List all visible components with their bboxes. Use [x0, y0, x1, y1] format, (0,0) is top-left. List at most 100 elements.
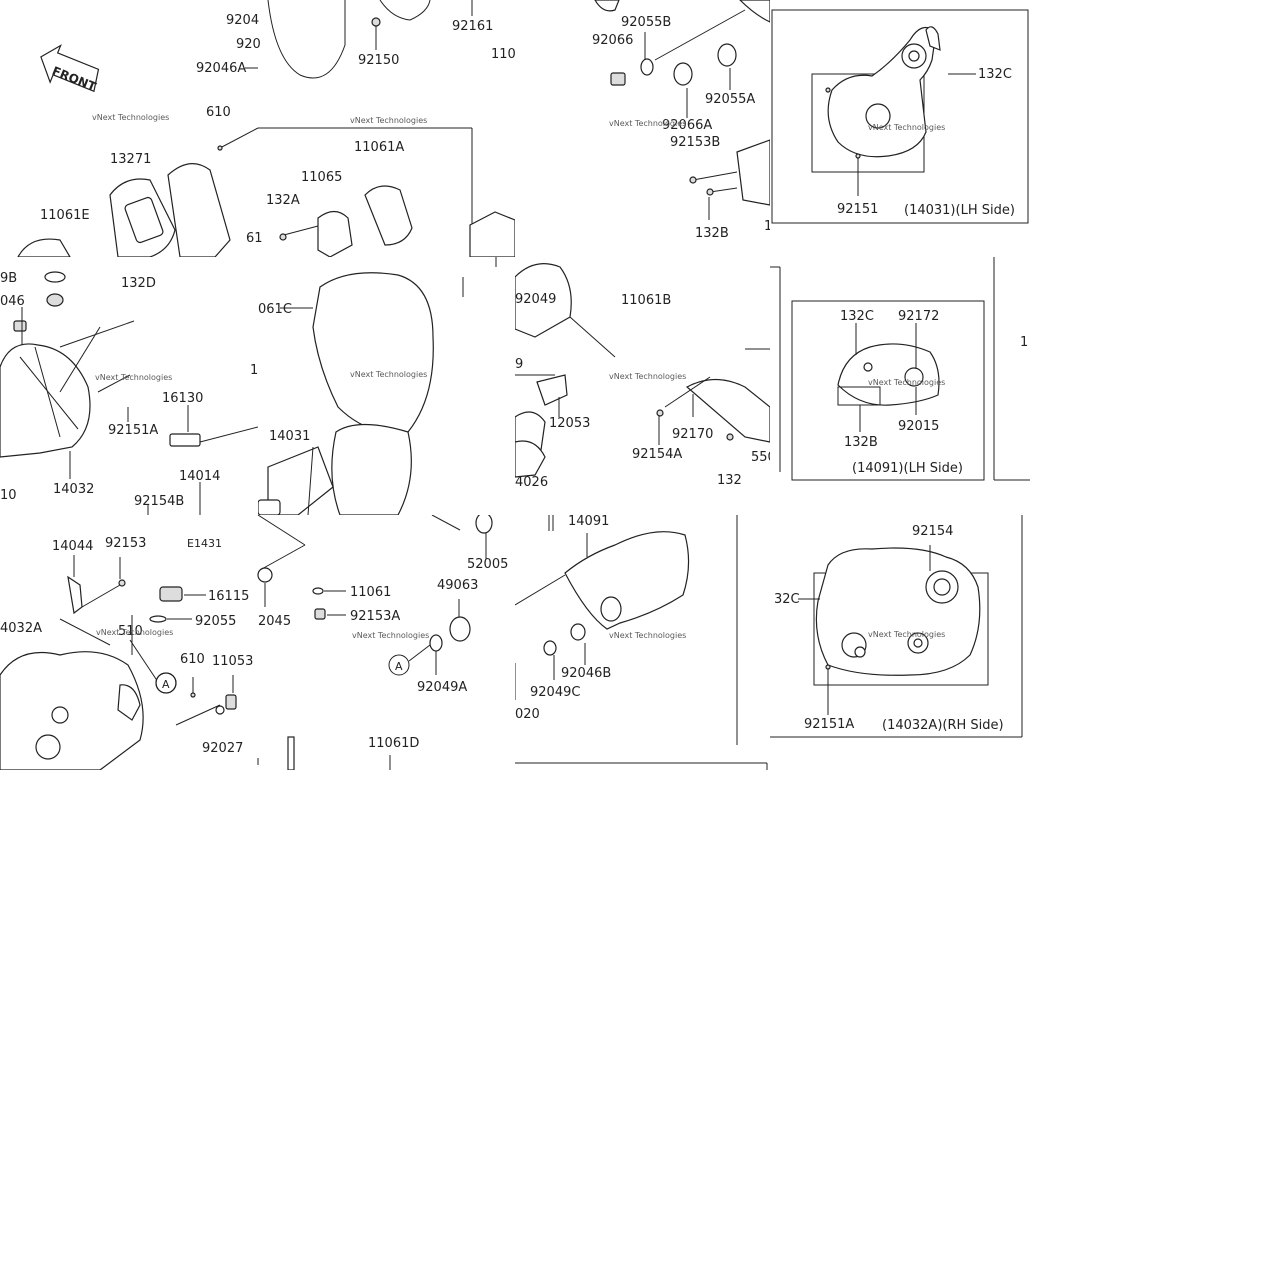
diagram-tile-top-right: 132C 92151 (14031)(LH Side) vNext Techno… — [770, 0, 1030, 257]
part-label[interactable]: 61 — [246, 231, 263, 246]
part-label[interactable]: 13271 — [110, 152, 151, 167]
mid-right-labels: 132C 92172 132B 92015 (14091)(LH Side) 1 — [840, 309, 1028, 476]
part-label[interactable]: 132B — [844, 435, 878, 450]
part-label[interactable]: 110 — [491, 47, 515, 62]
callout-marker-a: A — [162, 678, 170, 691]
mid-center-left-drawing: 061C 14031 vNext Technologies — [258, 257, 497, 515]
part-label[interactable]: 510 — [118, 624, 143, 639]
part-label[interactable]: 92154A — [632, 447, 682, 462]
part-label[interactable]: 92046A — [196, 61, 246, 76]
watermark: vNext Technologies — [609, 372, 686, 381]
part-label[interactable]: 920 — [236, 37, 261, 52]
part-label[interactable]: 92154 — [912, 524, 953, 539]
watermark: vNext Technologies — [352, 631, 429, 640]
section-caption: (14031)(LH Side) — [904, 203, 1015, 218]
part-label[interactable]: 92151A — [804, 717, 854, 732]
part-label[interactable]: 11061 — [350, 585, 391, 600]
part-label[interactable]: 92066A — [662, 118, 712, 133]
part-label[interactable]: 132B — [695, 226, 729, 241]
part-label[interactable]: 2045 — [258, 614, 291, 629]
part-label[interactable]: 550 — [751, 450, 770, 465]
part-label[interactable]: 4032A — [0, 621, 42, 636]
watermark: vNext Technologies — [350, 116, 427, 125]
part-label[interactable]: 92049A — [417, 680, 467, 695]
part-label[interactable]: 92170 — [672, 427, 713, 442]
bottom-left-labels: 14044 92153 E1431 16115 92055 4032A 510 … — [0, 536, 508, 756]
part-label[interactable]: 14044 — [52, 539, 93, 554]
diagram-tile-bottom-right: 92154 32C 92151A (14032A)(RH Side) vNext… — [770, 515, 1030, 770]
part-label[interactable]: 610 — [206, 105, 231, 120]
part-label[interactable]: 92154B — [134, 494, 184, 509]
part-label[interactable]: 11061A — [354, 140, 404, 155]
part-label[interactable]: 92153B — [670, 135, 720, 150]
part-label[interactable]: 92066 — [592, 33, 633, 48]
watermark: vNext Technologies — [96, 628, 173, 637]
part-label[interactable]: 14091 — [568, 515, 609, 529]
watermark: vNext Technologies — [350, 370, 427, 379]
part-label[interactable]: 132C — [840, 309, 874, 324]
diagram-tile-mid-right: 132C 92172 132B 92015 (14091)(LH Side) 1… — [770, 257, 1030, 515]
part-label[interactable]: 52005 — [467, 557, 508, 572]
diagram-tile-top-left: FRONT 9204 920 92046A 92150 92 — [0, 0, 515, 257]
part-label[interactable]: 061C — [258, 302, 292, 317]
part-label[interactable]: 16130 — [162, 391, 203, 406]
part-label[interactable]: 92151 — [837, 202, 878, 217]
part-label[interactable]: 11053 — [212, 654, 253, 669]
top-right-labels: 132C 92151 (14031)(LH Side) — [837, 67, 1015, 218]
part-label[interactable]: 92153 — [105, 536, 146, 551]
watermark: vNext Technologies — [609, 631, 686, 640]
part-label[interactable]: 9 — [515, 357, 523, 372]
diagram-tile-bottom-left: 14044 92153 E1431 16115 92055 4032A 510 … — [0, 515, 515, 770]
diagram-tile-mid-center-left: 061C 14031 vNext Technologies — [258, 257, 515, 515]
part-label[interactable]: 9204 — [226, 13, 259, 28]
part-label[interactable]: 046 — [0, 294, 25, 309]
part-label[interactable]: 92049C — [530, 685, 580, 700]
mid-center-labels: 92049 11061B 9 12053 4026 92154A 92170 1… — [515, 292, 770, 490]
mid-center-left-labels: 061C 14031 — [258, 302, 310, 444]
part-label[interactable]: 132D — [121, 276, 156, 291]
part-label[interactable]: 49063 — [437, 578, 478, 593]
part-label[interactable]: 92172 — [898, 309, 939, 324]
part-label[interactable]: 11065 — [301, 170, 342, 185]
mid-left-drawing: 9B 046 132D 1 16130 92151A 14032 10 1401… — [0, 271, 258, 515]
part-label[interactable]: 610 — [180, 652, 205, 667]
mid-center-drawing: 92049 11061B 9 12053 4026 92154A 92170 1… — [515, 263, 770, 490]
part-label[interactable]: 132 — [717, 473, 742, 488]
diagram-tile-mid-center: 92049 11061B 9 12053 4026 92154A 92170 1… — [515, 257, 770, 515]
part-label[interactable]: 14031 — [269, 429, 310, 444]
part-label[interactable]: 92055B — [621, 15, 671, 30]
part-label[interactable]: 16115 — [208, 589, 249, 604]
part-label[interactable]: 1 — [1020, 335, 1028, 350]
part-label[interactable]: 12053 — [549, 416, 590, 431]
watermark: vNext Technologies — [868, 630, 945, 639]
part-label[interactable]: 14014 — [179, 469, 220, 484]
part-label[interactable]: 10 — [0, 488, 17, 503]
part-label[interactable]: 020 — [515, 707, 540, 722]
mid-left-labels: 9B 046 132D 1 16130 92151A 14032 10 1401… — [0, 271, 258, 509]
part-label[interactable]: 92161 — [452, 19, 493, 34]
part-label[interactable]: 1 — [764, 219, 770, 234]
part-label[interactable]: 11061E — [40, 208, 90, 223]
diagram-tile-top-mid: 92055B 92066 92055A 92066A 92153B 132B 1… — [515, 0, 770, 257]
part-label[interactable]: 92055 — [195, 614, 236, 629]
part-label[interactable]: 132A — [266, 193, 300, 208]
part-label[interactable]: 92027 — [202, 741, 243, 756]
part-label[interactable]: 32C — [774, 592, 800, 607]
bottom-right-drawing: 92154 32C 92151A (14032A)(RH Side) vNext… — [770, 515, 1023, 738]
part-label[interactable]: 92151A — [108, 423, 158, 438]
bottom-center-labels: 14091 92046B 92049C 020 — [515, 515, 611, 722]
part-label[interactable]: 92049 — [515, 292, 556, 307]
part-label[interactable]: 92153A — [350, 609, 400, 624]
part-label[interactable]: 9B — [0, 271, 17, 286]
part-label[interactable]: 14032 — [53, 482, 94, 497]
part-label[interactable]: 1 — [250, 363, 258, 378]
top-left-drawing: FRONT 9204 920 92046A 92150 92 — [17, 0, 515, 257]
part-label[interactable]: 11061B — [621, 293, 671, 308]
part-label[interactable]: 92150 — [358, 53, 399, 68]
part-label[interactable]: 92015 — [898, 419, 939, 434]
part-label[interactable]: 92046B — [561, 666, 611, 681]
part-label[interactable]: 11061D — [368, 736, 419, 751]
part-label[interactable]: 4026 — [515, 475, 548, 490]
part-label[interactable]: 92055A — [705, 92, 755, 107]
part-label[interactable]: 132C — [978, 67, 1012, 82]
